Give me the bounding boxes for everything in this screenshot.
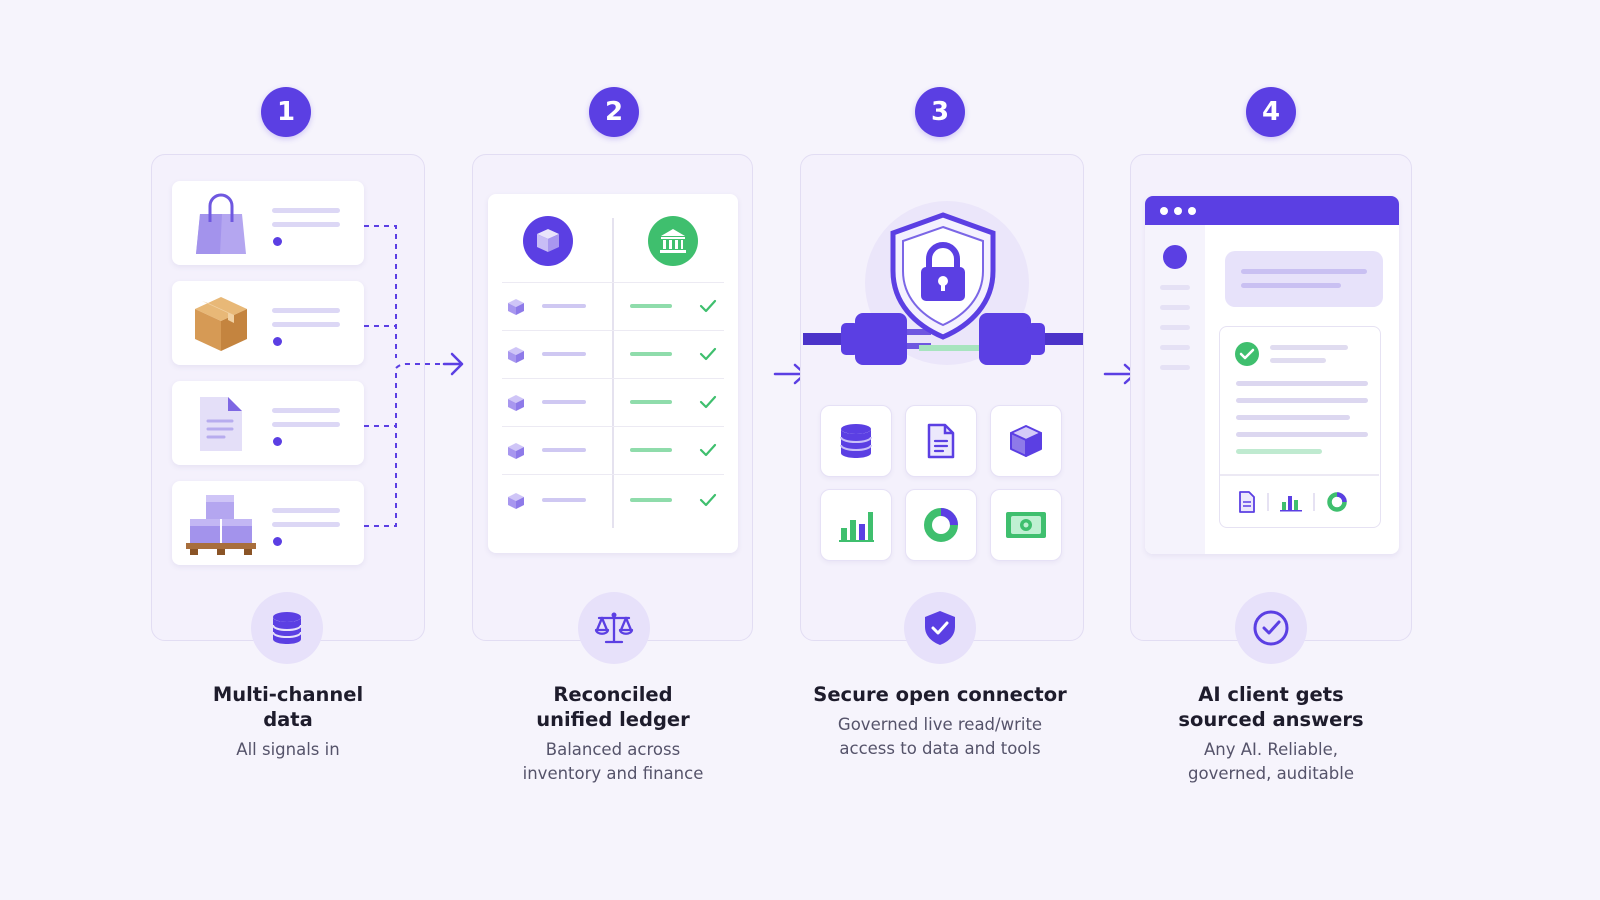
box-icon: [508, 299, 524, 315]
table-row: [502, 330, 724, 379]
bar-chart-icon: [1280, 496, 1302, 512]
answer-card: [1219, 326, 1381, 528]
source-card: [172, 281, 364, 365]
box-icon: [508, 395, 524, 411]
plug-connector-icon: [803, 313, 1083, 365]
source-card: [172, 381, 364, 465]
step-2-badge: 2: [589, 87, 639, 137]
text-placeholder: [272, 522, 340, 527]
source-card: [172, 181, 364, 265]
shield-check-icon: [925, 611, 955, 645]
step-1-badge: 1: [261, 87, 311, 137]
document-icon: [927, 423, 955, 459]
scale-icon: [594, 612, 634, 644]
source-card: [172, 481, 364, 565]
table-row: [502, 426, 724, 475]
step-4-icon: [1235, 592, 1307, 664]
bank-icon: [648, 216, 698, 266]
step-4-subtitle: Any AI. Reliable,governed, auditable: [1188, 740, 1354, 783]
ledger-table: [488, 194, 738, 553]
text-placeholder: [272, 322, 340, 327]
text-placeholder: [272, 308, 340, 313]
panel-ai-client: [1130, 154, 1412, 641]
step-1-icon: [251, 592, 323, 664]
document-icon: [200, 397, 242, 451]
check-icon: [699, 299, 717, 313]
window-control-dot: [1188, 207, 1196, 215]
panel-secure-connector: [800, 154, 1084, 641]
step-4-badge: 4: [1246, 87, 1296, 137]
window-control-dot: [1174, 207, 1182, 215]
tool-tile: [990, 405, 1062, 477]
table-row: [502, 474, 724, 527]
merge-connector-arrow: [364, 225, 464, 527]
document-icon: [1239, 491, 1255, 513]
status-dot: [273, 337, 282, 346]
check-icon: [699, 347, 717, 361]
ai-client-window: [1145, 196, 1399, 554]
pallet-boxes-icon: [186, 495, 256, 555]
check-circle-icon: [1253, 610, 1289, 646]
tool-tile: [820, 489, 892, 561]
check-icon: [699, 395, 717, 409]
step-3-badge: 3: [915, 87, 965, 137]
panel-multi-channel-data: [151, 154, 425, 641]
box-icon: [508, 493, 524, 509]
bar-chart-icon: [839, 512, 874, 542]
step-3-title: Secure open connector: [813, 683, 1067, 706]
avatar: [1163, 245, 1187, 269]
text-placeholder: [272, 508, 340, 513]
box-icon: [523, 216, 573, 266]
step-1-subtitle: All signals in: [236, 740, 340, 759]
tool-tile: [905, 489, 977, 561]
text-placeholder: [272, 208, 340, 213]
database-icon: [272, 612, 302, 644]
box-icon: [1010, 425, 1042, 457]
panel-unified-ledger: [472, 154, 753, 641]
text-placeholder: [272, 408, 340, 413]
box-icon: [508, 443, 524, 459]
check-icon: [699, 443, 717, 457]
tool-tile: [820, 405, 892, 477]
tool-tile: [905, 405, 977, 477]
table-row: [502, 378, 724, 427]
database-icon: [840, 424, 872, 458]
text-placeholder: [272, 222, 340, 227]
window-titlebar: [1145, 196, 1399, 225]
column-divider: [612, 218, 614, 528]
package-box-icon: [195, 297, 247, 351]
step-3-icon: [904, 592, 976, 664]
text-placeholder: [272, 422, 340, 427]
status-dot: [273, 437, 282, 446]
money-icon: [1006, 512, 1046, 538]
box-icon: [508, 347, 524, 363]
donut-chart-icon: [1327, 492, 1347, 512]
window-control-dot: [1160, 207, 1168, 215]
status-dot: [273, 537, 282, 546]
table-row: [502, 282, 724, 331]
status-dot: [273, 237, 282, 246]
shopping-bag-icon: [196, 193, 246, 254]
step-2-icon: [578, 592, 650, 664]
check-icon: [699, 493, 717, 507]
user-prompt-bubble: [1225, 251, 1383, 307]
check-icon: [1235, 342, 1259, 366]
tool-tile: [990, 489, 1062, 561]
donut-chart-icon: [924, 508, 958, 542]
window-sidebar: [1145, 225, 1205, 554]
shield-lock-icon: [890, 212, 996, 340]
